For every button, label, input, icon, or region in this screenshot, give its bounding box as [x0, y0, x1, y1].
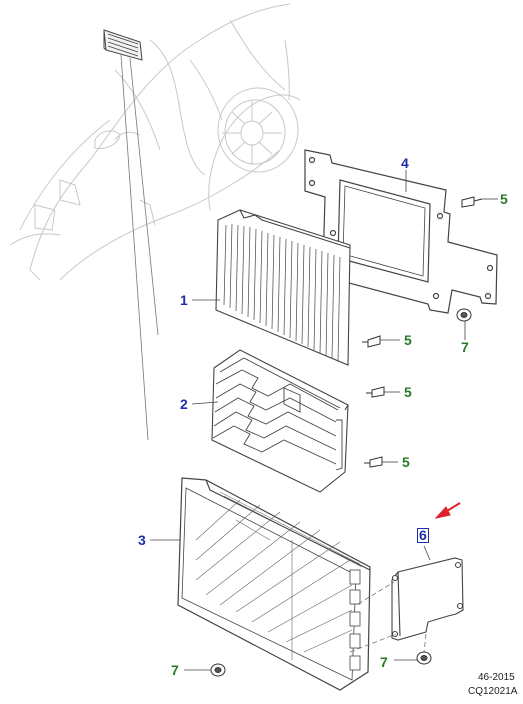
nut-icon — [210, 663, 226, 677]
bolt-icon — [366, 386, 385, 398]
date-code: 46-2015 — [478, 672, 515, 683]
nut-icon — [416, 651, 432, 665]
module-base-part-3 — [177, 477, 371, 691]
callout-part-5-upper-housing: 5 — [404, 384, 412, 400]
bolt-icon — [364, 456, 383, 468]
callout-part-7-base: 7 — [171, 662, 179, 678]
small-bracket-part-6 — [391, 557, 464, 641]
wheel-icon — [217, 87, 299, 173]
callout-part-7-bracket: 7 — [461, 339, 469, 355]
callout-part-6: 6 — [417, 527, 429, 543]
location-leader-lines — [120, 54, 159, 441]
bolt-icon — [461, 196, 483, 208]
callout-part-5-cover: 5 — [404, 332, 412, 348]
callout-part-7-small-bracket: 7 — [380, 654, 388, 670]
callout-part-4: 4 — [401, 155, 409, 171]
mirror-outline — [94, 130, 121, 149]
bolt-icon — [362, 335, 381, 348]
callout-leader-lines — [150, 170, 498, 671]
figure-id: CQ12021A — [468, 686, 518, 697]
callout-part-5-lower-housing: 5 — [402, 454, 410, 470]
heatsink-housing-part-2 — [211, 349, 349, 493]
red-arrow-icon — [434, 502, 461, 519]
callout-part-3: 3 — [138, 532, 146, 548]
callout-part-2: 2 — [180, 396, 188, 412]
alignment-dashed-lines — [349, 581, 427, 653]
callout-part-5-top: 5 — [500, 191, 508, 207]
nut-icon — [456, 308, 472, 322]
vehicle-outline — [9, 3, 301, 281]
mounting-bracket-part-4 — [304, 149, 498, 314]
module-location-icon — [103, 29, 143, 61]
callout-part-1: 1 — [180, 292, 188, 308]
module-cover-part-1 — [215, 209, 351, 366]
